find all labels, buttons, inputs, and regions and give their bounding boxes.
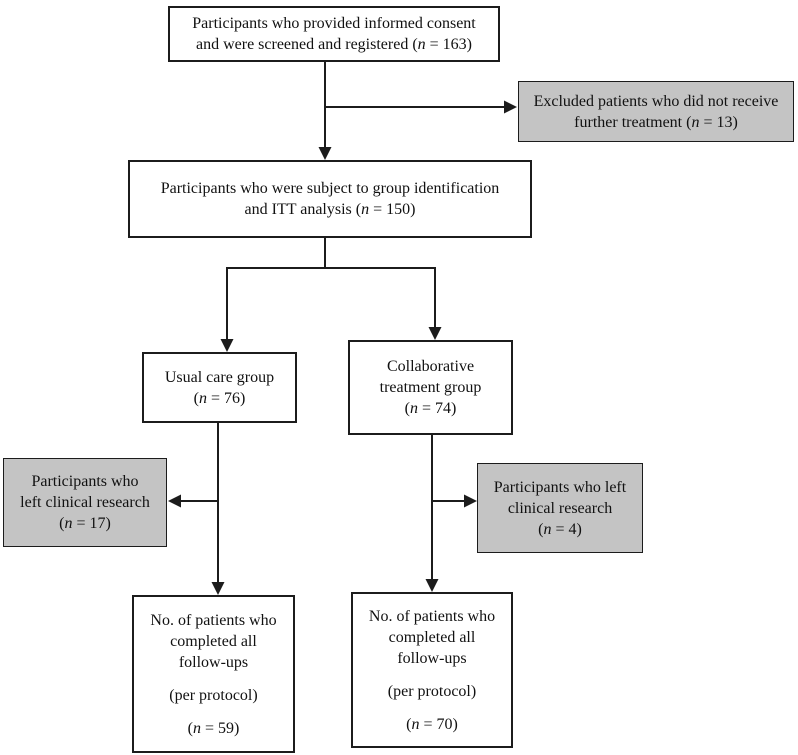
box-text-line: treatment group: [379, 379, 482, 396]
arrowhead-to-dropout-collab: [464, 494, 477, 508]
arrowhead-to-collaborative: [428, 327, 442, 340]
box-per-protocol-collaborative: No. of patients who completed all follow-u…: [351, 592, 513, 748]
arrowhead-to-dropout-usual: [168, 494, 181, 508]
box-text-line: (per protocol): [387, 682, 477, 700]
box-text-line: (n = 17): [59, 515, 111, 532]
arrowhead-consent-to-itt: [318, 147, 332, 160]
box-usual-care-group: Usual care group (n = 76): [142, 352, 297, 423]
box-text-line: Participants who provided informed conse…: [192, 15, 476, 32]
box-dropout-collaborative: Participants who left clinical research (n…: [477, 463, 643, 553]
box-text-line: further treatment (n = 13): [574, 113, 738, 131]
box-text-line: Participants who left: [493, 478, 627, 496]
box-text-line: clinical research: [507, 499, 613, 517]
box-text-line: follow-ups: [178, 653, 249, 671]
arrowhead-to-excluded: [504, 100, 517, 114]
box-text-line: Collaborative: [386, 358, 475, 375]
box-text-line: follow-ups: [397, 649, 467, 667]
box-text-line: (n = 70): [406, 715, 458, 733]
box-text-line: and were screened and registered (n = 16…: [195, 36, 472, 53]
box-text-line: (n = 4): [538, 520, 582, 538]
box-text-line: No. of patients who: [368, 607, 496, 625]
arrowhead-collab-to-pp: [425, 579, 439, 592]
box-text-line: (per protocol): [169, 686, 258, 704]
box-excluded-patients: Excluded patients who did not receive fur…: [518, 81, 794, 142]
box-text-line: left clinical research: [20, 494, 150, 511]
box-text-line: completed all: [388, 628, 476, 646]
box-collaborative-treatment-group: Collaborative treatment group (n = 74): [348, 340, 513, 435]
box-per-protocol-usual-care: No. of patients who completed all follow-u…: [132, 595, 295, 753]
arrowhead-usual-to-pp: [211, 582, 225, 595]
box-text-line: Excluded patients who did not receive: [533, 92, 779, 110]
box-text-line: (n = 76): [193, 389, 246, 407]
arrowhead-to-usual-care: [220, 339, 234, 352]
box-text-line: No. of patients who: [150, 611, 277, 629]
box-text-line: (n = 59): [187, 719, 240, 737]
box-text-line: Participants who: [31, 473, 139, 490]
box-text-line: Usual care group: [164, 368, 275, 386]
box-text-line: Participants who were subject to group i…: [160, 180, 500, 197]
box-text-line: and ITT analysis (n = 150): [244, 201, 416, 218]
box-text-line: (n = 74): [404, 400, 457, 417]
box-dropout-usual-care: Participants who left clinical research (n…: [3, 458, 167, 547]
box-itt-analysis: Participants who were subject to group i…: [128, 160, 532, 238]
box-consent-screened: Participants who provided informed conse…: [168, 6, 500, 62]
box-text-line: completed all: [170, 632, 257, 650]
